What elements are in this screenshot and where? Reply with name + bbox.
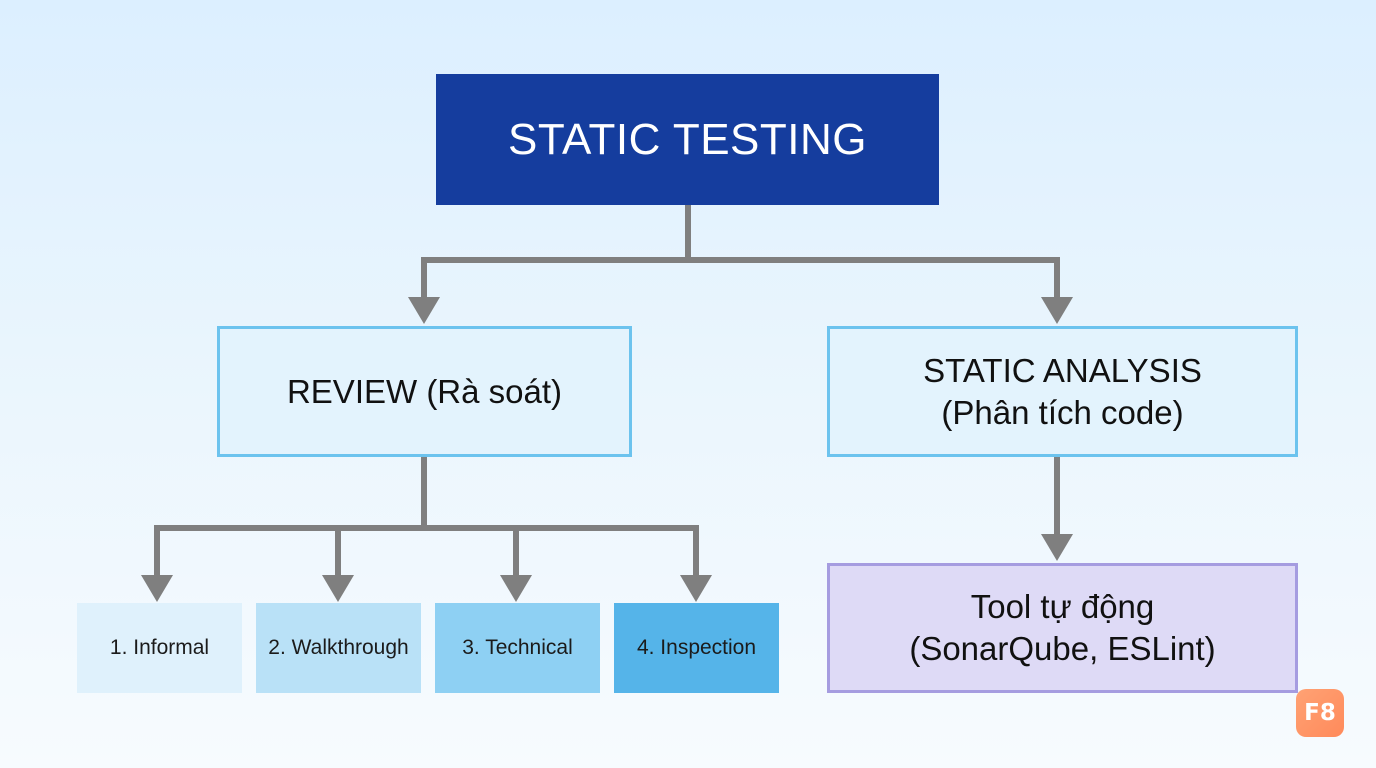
static-analysis-subtitle: (Phân tích code) [941, 393, 1184, 431]
static-analysis-title: STATIC ANALYSIS [923, 351, 1202, 389]
review-type-informal: 1. Informal [77, 603, 242, 693]
review-connector [154, 457, 699, 578]
automated-tool-node: Tool tự động (SonarQube, ESLint) [827, 563, 1298, 693]
review-type-label: 2. Walkthrough [268, 636, 409, 659]
review-type-label: 3. Technical [462, 636, 573, 659]
root-connector [421, 205, 1060, 300]
tool-title: Tool tự động [970, 588, 1155, 625]
review-type-label: 4. Inspection [636, 636, 757, 659]
review-type-inspection: 4. Inspection [614, 603, 779, 693]
f8-logo-badge: F8 [1296, 689, 1344, 737]
review-node: REVIEW (Rà soát) [217, 326, 632, 457]
review-type-label: 1. Informal [109, 636, 210, 659]
arrow-to-informal [141, 575, 173, 602]
arrow-to-review [408, 297, 440, 324]
review-type-technical: 3. Technical [435, 603, 600, 693]
static-testing-node: STATIC TESTING [436, 74, 939, 205]
tool-examples: (SonarQube, ESLint) [909, 630, 1216, 667]
arrow-to-technical [500, 575, 532, 602]
arrow-to-analysis [1041, 297, 1073, 324]
review-type-walkthrough: 2. Walkthrough [256, 603, 421, 693]
arrow-to-tool [1041, 534, 1073, 561]
static-analysis-node: STATIC ANALYSIS (Phân tích code) [827, 326, 1298, 457]
f8-logo-text: F8 [1304, 700, 1336, 726]
review-label: REVIEW (Rà soát) [286, 372, 563, 410]
static-testing-label: STATIC TESTING [507, 114, 868, 164]
arrow-to-walkthrough [322, 575, 354, 602]
arrow-to-inspection [680, 575, 712, 602]
